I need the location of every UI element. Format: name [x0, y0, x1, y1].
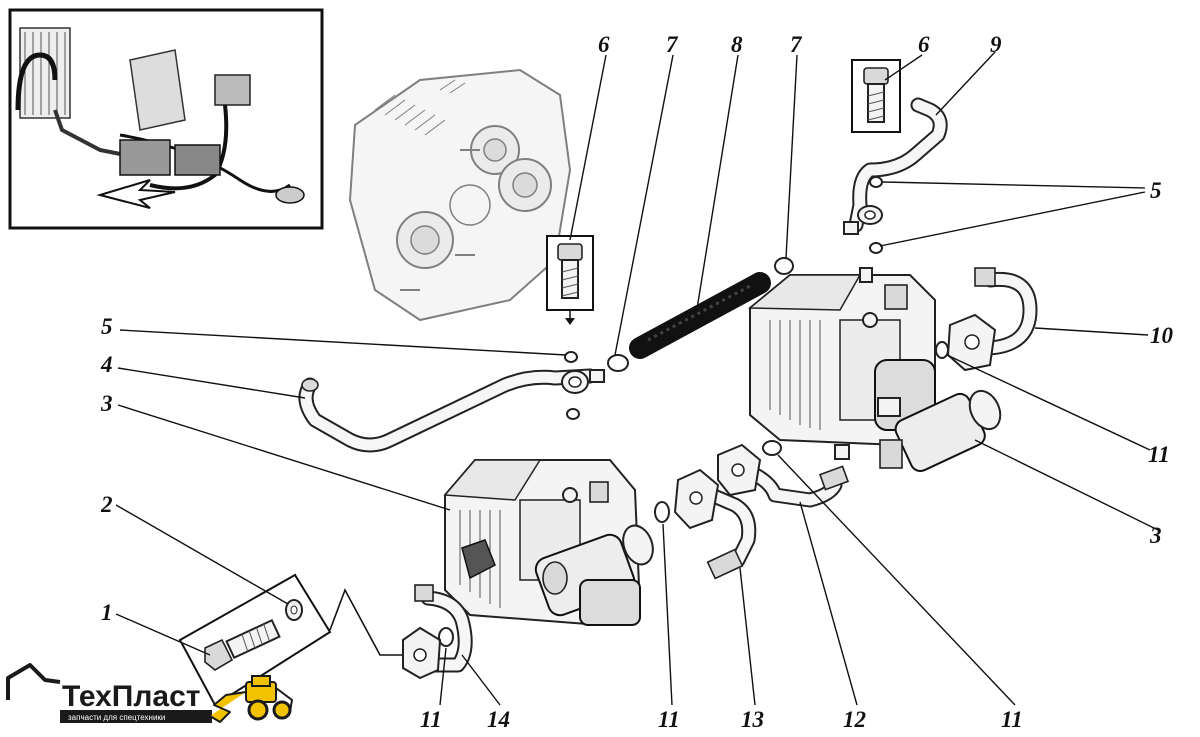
callout-5-left: 5	[101, 314, 113, 339]
callout-11-lower-left: 11	[420, 707, 442, 732]
banjo-bolt-left	[546, 235, 594, 325]
logo-tagline: запчасти для спецтехники	[68, 713, 165, 722]
callout-7-right: 7	[790, 32, 803, 57]
callout-labels: 1 2 3 3 4 5 5 6 6 7 7 8 9 10 11 11 11 11…	[100, 32, 1174, 732]
pipe-10	[946, 267, 1038, 372]
bolt-and-washer	[178, 573, 405, 707]
pump-block-left	[443, 459, 654, 627]
techplast-logo: ТехПласт запчасти для спецтехники	[6, 663, 294, 723]
leader-lines	[115, 51, 1159, 706]
callout-13: 13	[741, 707, 764, 732]
seal-ring-11-lower-left	[438, 627, 454, 647]
pump-block-right	[747, 267, 1002, 472]
callout-5-right: 5	[1150, 178, 1162, 203]
clamp-7-right	[774, 257, 794, 275]
clamp-7-left	[607, 354, 629, 372]
hose-8	[629, 272, 771, 359]
pipe-9	[843, 97, 948, 235]
seal-ring-11-right-top	[935, 341, 949, 359]
callout-14: 14	[487, 707, 510, 732]
seal-ring-5-left-lower	[566, 408, 580, 420]
seal-ring-5-left-upper	[564, 351, 578, 363]
seal-ring-11-mid	[654, 501, 670, 523]
callout-8: 8	[731, 32, 743, 57]
pipe-13	[673, 468, 757, 580]
callout-3-right: 3	[1149, 523, 1162, 548]
pipe-14	[402, 584, 473, 680]
logo-brand-text: ТехПласт	[62, 680, 201, 713]
callout-12: 12	[843, 707, 866, 732]
callout-10: 10	[1150, 323, 1174, 348]
solenoid-right	[879, 389, 1002, 472]
callout-1: 1	[101, 600, 113, 625]
banjo-bolt-right	[851, 59, 901, 133]
pipe-4	[298, 368, 605, 453]
callout-11-lower-right: 11	[1001, 707, 1023, 732]
callout-9: 9	[990, 32, 1002, 57]
seal-ring-11-mid-right	[762, 440, 782, 456]
callout-11-mid: 11	[658, 707, 680, 732]
callout-6-right: 6	[918, 32, 930, 57]
inset-overview	[8, 8, 324, 230]
callout-6-left: 6	[598, 32, 610, 57]
gearbox-housing	[348, 68, 572, 322]
callout-11-right: 11	[1148, 442, 1170, 467]
callout-4: 4	[100, 352, 113, 377]
seal-ring-5-upper	[869, 176, 883, 188]
callout-2: 2	[100, 492, 113, 517]
callout-3-left: 3	[100, 391, 113, 416]
pipe-12	[717, 443, 850, 508]
callout-7-left: 7	[666, 32, 679, 57]
loader-icon	[209, 675, 294, 723]
seal-ring-5-lower	[869, 242, 883, 254]
